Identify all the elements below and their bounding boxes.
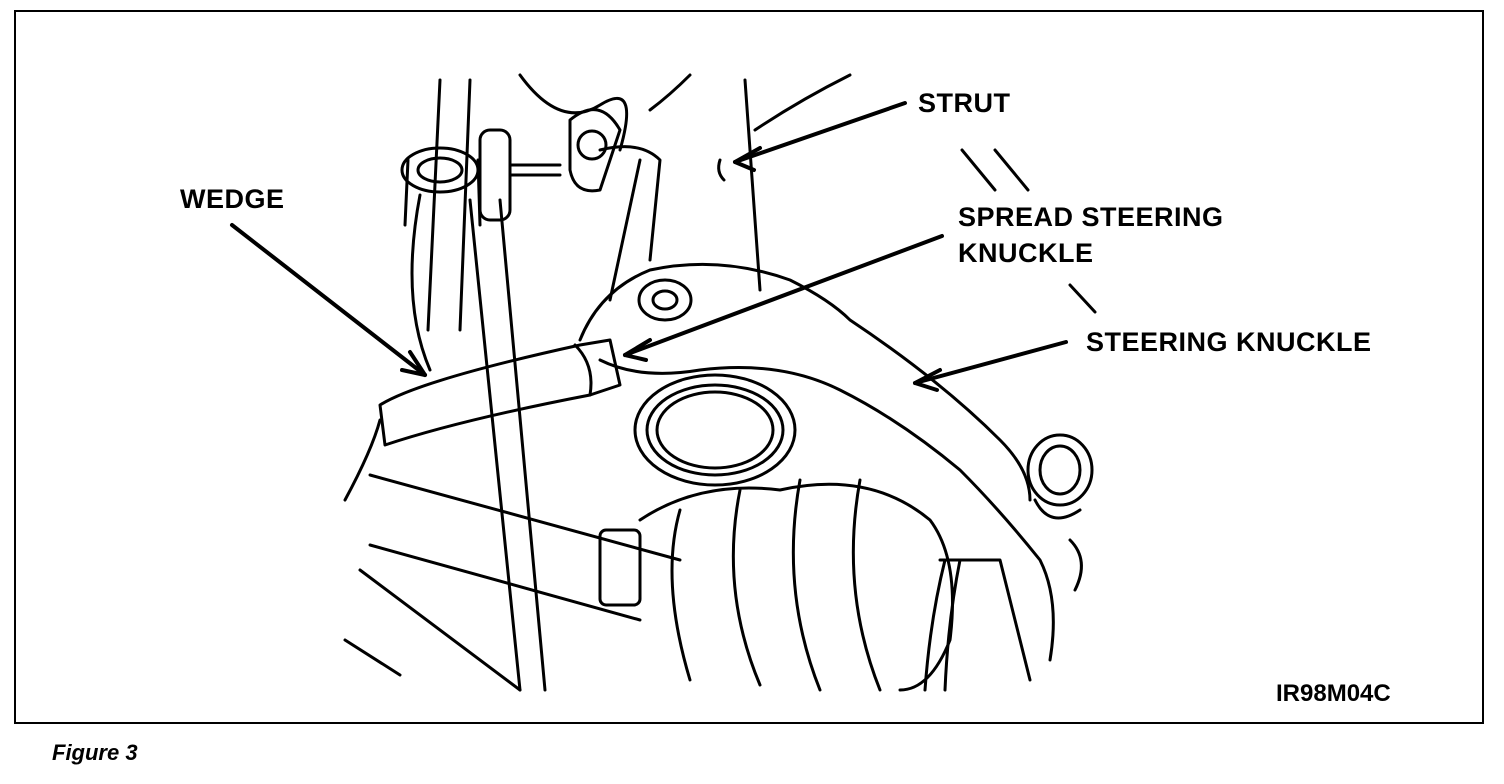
stabilizer-link [400,78,562,692]
leader-lines [230,101,1068,392]
label-spread-steering-knuckle-line2: KNUCKLE [958,238,1094,268]
figure-frame [14,10,1484,724]
label-steering-knuckle: STEERING KNUCKLE [1086,327,1372,357]
figure-id: IR98M04C [1276,680,1391,707]
steering-knuckle [578,262,1094,662]
strut [518,73,1097,314]
wedge-tool [343,338,622,502]
figure-caption: Figure 3 [52,740,138,765]
drive-shaft-boot [343,473,1032,692]
label-strut: STRUT [918,88,1011,118]
label-spread-steering-knuckle-line1: SPREAD STEERING [958,202,1224,232]
label-wedge: WEDGE [180,184,285,214]
